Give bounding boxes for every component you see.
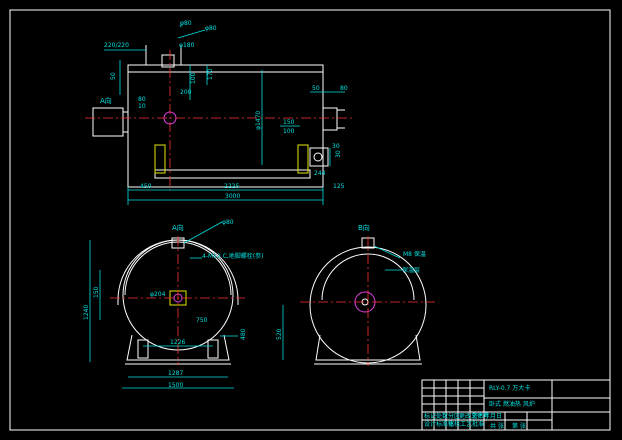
front-dim-1287: 1287 [168, 370, 183, 377]
base-rail [154, 169, 311, 179]
tb-mark: 标记 [424, 412, 436, 420]
dim-top-4: φ80 [180, 20, 192, 27]
front-note-holes: 4-M12 C,地脚螺栓(参) [202, 252, 263, 260]
title-block: RLY-0.7 万大卡 卧式 燃油热 风炉 标记 处数 分区 更改文件号 签名 … [421, 379, 611, 431]
rear-base [315, 334, 421, 361]
tb-count: 处数 [436, 412, 448, 420]
tb-sheet: 张 [520, 422, 526, 430]
support-left [154, 144, 166, 174]
tb-date: 年月日 [484, 412, 502, 420]
burner-box [92, 107, 124, 137]
rear-dim-520: 520 [276, 328, 283, 340]
dim-right-3: 150 [283, 119, 295, 126]
dim-mid-2: 200 [180, 89, 192, 96]
dim-left-3: 10 [138, 103, 146, 110]
label-a-direction: A向 [100, 96, 112, 105]
side-view: 220/220 φ180 φ80 φ80 50 80 10 100 200 17… [85, 20, 355, 205]
front-view-title: A向 [172, 223, 184, 232]
rear-note-2: 保温层 [402, 266, 420, 274]
front-base [126, 334, 230, 361]
tb-sheets: 张 [498, 422, 504, 430]
tb-review: 审核 [448, 420, 460, 428]
front-view-a: A向 φ80 4-M12 C,地脚螺栓(参) 150 φ204 750 1240… [83, 219, 263, 389]
dim-top-2: φ180 [179, 42, 195, 49]
rear-note-1: M8 保温 [403, 250, 426, 258]
front-dim-150: 150 [93, 286, 100, 298]
front-note-top: φ80 [222, 219, 234, 226]
drawing-border [9, 9, 611, 431]
rear-flange [322, 107, 338, 131]
tb-total: 共 [490, 422, 496, 430]
dim-top-3: φ80 [205, 25, 217, 32]
rear-view-title: B向 [358, 223, 370, 232]
title-subtitle: 卧式 燃油热 风炉 [489, 400, 535, 408]
front-dim-204: φ204 [150, 291, 166, 298]
front-dim-1500: 1500 [168, 382, 183, 389]
dim-mid-1: 100 [190, 72, 197, 84]
dim-bottom-1: 450 [140, 183, 152, 190]
tb-standard: 标准化 [436, 420, 454, 428]
tb-process: 工艺 [460, 420, 472, 428]
dim-bottom-3: 125 [333, 183, 345, 190]
front-dim-750: 750 [196, 317, 208, 324]
dim-mid-3: 170 [207, 68, 214, 80]
dim-right-4: 100 [283, 128, 295, 135]
front-dim-1226: 1226 [170, 339, 185, 346]
tb-approve: 批准 [472, 420, 484, 428]
tb-zone: 分区 [448, 412, 460, 420]
outlet-box [309, 147, 329, 167]
support-right [297, 144, 309, 174]
dim-right-1: 50 [312, 85, 320, 92]
dim-top-1: 220/220 [104, 42, 129, 49]
title-product: RLY-0.7 万大卡 [489, 384, 530, 392]
dim-left-1: 50 [110, 72, 117, 80]
dim-right-6: 30 [332, 143, 340, 150]
chimney-stub [161, 54, 175, 68]
dim-right-7: 244 [314, 170, 326, 177]
dim-left-2: 80 [138, 96, 146, 103]
dim-right-5: 30 [335, 150, 342, 158]
tb-change: 更改文件号 [459, 412, 489, 420]
front-dim-1240: 1240 [83, 305, 90, 320]
front-dim-480: 480 [240, 328, 247, 340]
dim-mid-4: φ1470 [255, 111, 262, 130]
tb-design: 设计 [424, 420, 436, 428]
tb-no: 第 [512, 422, 518, 430]
dim-right-2: 80 [340, 85, 348, 92]
tb-sign: 签名 [472, 412, 484, 420]
rear-view-b: B向 M8 保温 保温层 520 [276, 223, 435, 366]
dim-bottom-2: 2225 [224, 183, 239, 190]
dim-bottom-4: 3000 [225, 193, 240, 200]
